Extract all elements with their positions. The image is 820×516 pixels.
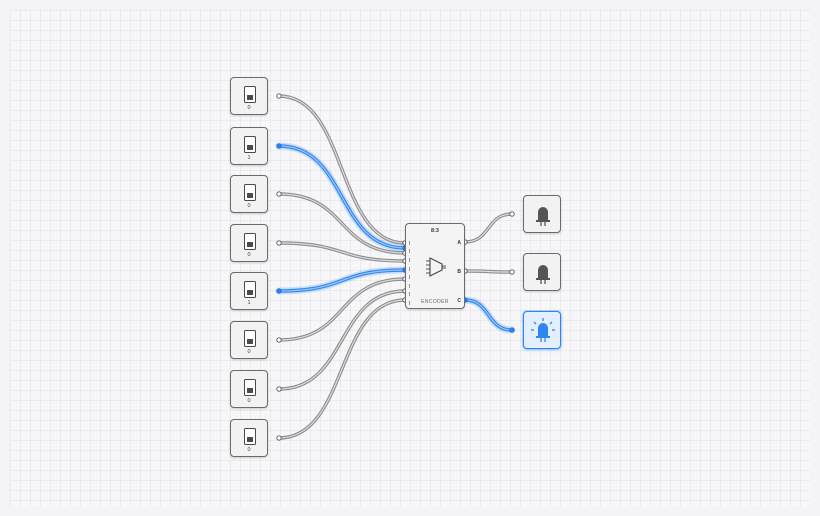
- input-switch-3[interactable]: 0: [230, 224, 268, 262]
- led-bulb-icon: [536, 207, 550, 226]
- encoder-output-label-c: C: [457, 298, 461, 304]
- switch-output-port[interactable]: [276, 143, 282, 149]
- encoder-footer-label: ENCODER: [421, 299, 449, 305]
- input-switch-4[interactable]: 1: [230, 272, 268, 310]
- switch-value-label: 0: [247, 447, 251, 453]
- input-switch-7[interactable]: 0: [230, 419, 268, 457]
- switch-toggle-icon: [244, 136, 256, 153]
- output-led-c[interactable]: [523, 311, 561, 349]
- wire-switch-0[interactable]: [277, 94, 407, 245]
- wire-output-0[interactable]: [463, 212, 514, 244]
- switch-value-label: 1: [247, 155, 251, 161]
- encoder-title: 8:3: [431, 228, 439, 234]
- switch-toggle-icon: [244, 233, 256, 250]
- input-switch-5[interactable]: 0: [230, 321, 268, 359]
- encoder-symbol-icon: [426, 257, 446, 277]
- switch-toggle-icon: [244, 184, 256, 201]
- switch-output-port[interactable]: [276, 240, 282, 246]
- wire-switch-3[interactable]: [277, 241, 407, 263]
- encoder-input-label: I: [409, 292, 411, 298]
- encoder-input-label: I: [409, 241, 411, 247]
- switch-output-port[interactable]: [276, 191, 282, 197]
- encoder-input-label: I: [409, 249, 411, 255]
- wire-switch-4[interactable]: [275, 266, 409, 295]
- wire-switch-6[interactable]: [277, 289, 407, 391]
- encoder-output-label-b: B: [457, 269, 461, 275]
- wire-output-1[interactable]: [463, 269, 514, 274]
- switch-value-label: 0: [247, 203, 251, 209]
- input-switch-0[interactable]: 0: [230, 77, 268, 115]
- led-bulb-icon: [536, 265, 550, 284]
- encoder-input-label: I: [409, 258, 411, 264]
- output-led-b[interactable]: [523, 253, 561, 291]
- encoder-input-label: I: [409, 275, 411, 281]
- led-input-port[interactable]: [509, 269, 515, 275]
- switch-value-label: 1: [247, 300, 251, 306]
- led-input-port[interactable]: [509, 211, 515, 217]
- output-led-a[interactable]: [523, 195, 561, 233]
- encoder-input-label: I: [409, 267, 411, 273]
- input-switch-1[interactable]: 1: [230, 127, 268, 165]
- wire-output-2[interactable]: [461, 296, 516, 334]
- encoder-input-label: I: [409, 284, 411, 290]
- wire-switch-7[interactable]: [277, 298, 407, 440]
- wire-layer: [275, 93, 516, 441]
- encoder-input-label: I: [409, 301, 411, 307]
- encoder-output-label-a: A: [457, 240, 461, 246]
- encoder-8-to-3[interactable]: 8:3 I I I I I I I I A B C ENCODER: [405, 223, 465, 309]
- switch-output-port[interactable]: [276, 93, 282, 99]
- input-switch-6[interactable]: 0: [230, 370, 268, 408]
- switch-toggle-icon: [244, 428, 256, 445]
- switch-toggle-icon: [244, 281, 256, 298]
- switch-toggle-icon: [244, 86, 256, 103]
- wire-switch-2[interactable]: [277, 192, 407, 255]
- switch-toggle-icon: [244, 379, 256, 396]
- switch-output-port[interactable]: [276, 288, 282, 294]
- switch-output-port[interactable]: [276, 337, 282, 343]
- wire-switch-5[interactable]: [277, 277, 407, 342]
- led-lit-icon: [531, 318, 555, 342]
- switch-value-label: 0: [247, 398, 251, 404]
- led-input-port[interactable]: [509, 327, 515, 333]
- switch-output-port[interactable]: [276, 386, 282, 392]
- switch-toggle-icon: [244, 330, 256, 347]
- wire-switch-1[interactable]: [275, 142, 409, 252]
- circuit-canvas[interactable]: 0 1 0 0 1 0 0 0 8:3 I I I I I I I I A B: [10, 10, 810, 506]
- switch-value-label: 0: [247, 105, 251, 111]
- switch-value-label: 0: [247, 252, 251, 258]
- switch-output-port[interactable]: [276, 435, 282, 441]
- switch-value-label: 0: [247, 349, 251, 355]
- input-switch-2[interactable]: 0: [230, 175, 268, 213]
